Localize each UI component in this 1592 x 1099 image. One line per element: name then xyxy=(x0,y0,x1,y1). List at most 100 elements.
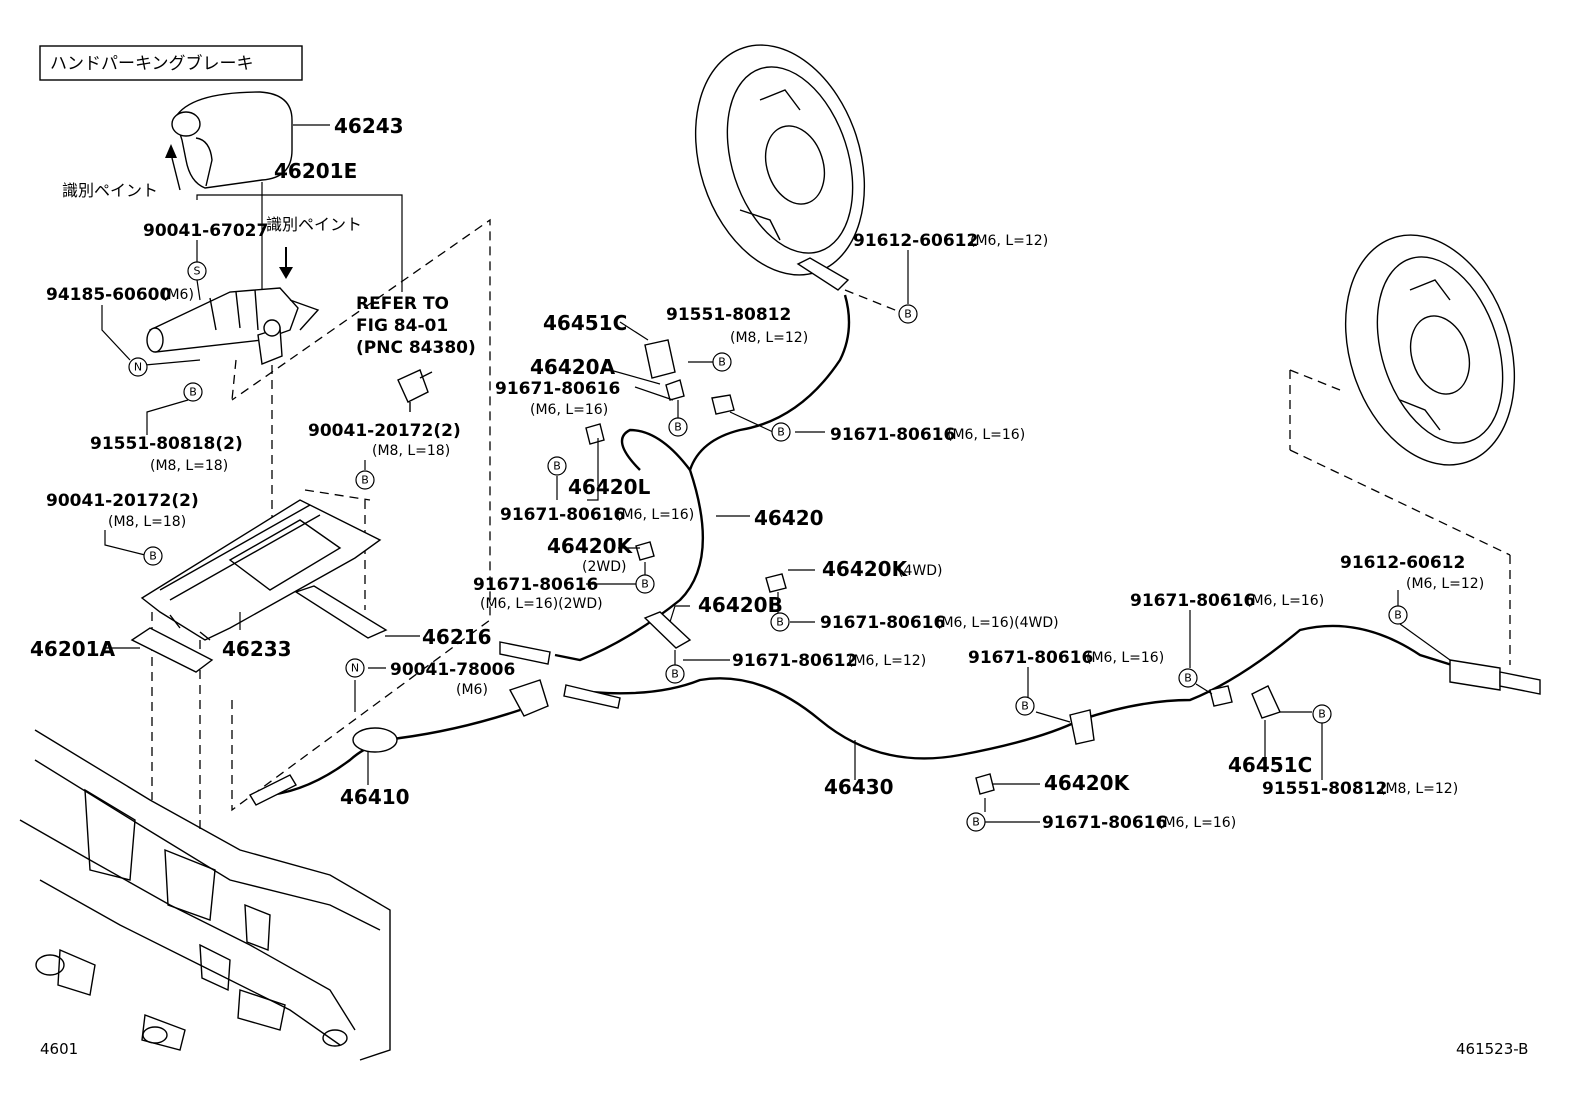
spec-m6-l16: (M6, L=16) xyxy=(1246,593,1324,609)
bolt-symbol: B xyxy=(771,422,791,442)
label-46201E: 46201E xyxy=(274,159,357,183)
spec-m6-l16-4wd: (M6, L=16)(4WD) xyxy=(936,615,1059,631)
refer-line-1: REFER TO xyxy=(356,294,449,314)
spec-m6-l16-2wd: (M6, L=16)(2WD) xyxy=(480,596,603,612)
bolt-symbol: B xyxy=(712,352,732,372)
label-91551-80812-right: 91551-80812 xyxy=(1262,779,1387,799)
lever-46201E xyxy=(146,247,320,365)
small-clips xyxy=(585,339,1281,795)
screw-symbol: S xyxy=(187,261,207,281)
bolt-symbol: B xyxy=(1388,605,1408,625)
svg-text:B: B xyxy=(1021,700,1029,713)
bolt-symbol: B xyxy=(898,304,918,324)
label-46420K-4wd: 46420K xyxy=(822,557,909,581)
label-91671-80616-f: 91671-80616 xyxy=(968,648,1093,668)
cable-46430 xyxy=(563,624,1541,760)
spec-m8-l18: (M8, L=18) xyxy=(150,458,228,474)
bolt-symbol: B xyxy=(1015,696,1035,716)
label-91671-80616-g: 91671-80616 xyxy=(1130,591,1255,611)
spec-m8-l18: (M8, L=18) xyxy=(372,443,450,459)
spec-m6: (M6) xyxy=(456,682,488,698)
label-91612-60612-top: 91612-60612 xyxy=(853,231,978,251)
svg-text:B: B xyxy=(189,386,197,399)
label-91671-80616-b: 91671-80616 xyxy=(830,425,955,445)
refer-line-2: FIG 84-01 xyxy=(356,316,448,336)
paint-note: 識別ペイント xyxy=(62,181,158,200)
label-46243: 46243 xyxy=(334,114,404,138)
bolt-symbol: B xyxy=(635,574,655,594)
spec-m6-l16: (M6, L=16) xyxy=(947,427,1025,443)
paint-note: 識別ペイント xyxy=(266,215,362,234)
bolt-symbol: B xyxy=(547,456,567,476)
svg-text:B: B xyxy=(1318,708,1326,721)
label-46420B: 46420B xyxy=(698,593,783,617)
label-46410: 46410 xyxy=(340,785,410,809)
bolt-symbol: B xyxy=(355,470,375,490)
label-90041-67027: 90041-67027 xyxy=(143,221,268,241)
cable-46410 xyxy=(249,679,549,806)
spec-m6: (M6) xyxy=(162,287,194,303)
svg-text:ハンドパーキングブレーキ: ハンドパーキングブレーキ xyxy=(50,53,254,74)
spec-m6-l12: (M6, L=12) xyxy=(1406,576,1484,592)
label-46430: 46430 xyxy=(824,775,894,799)
svg-text:B: B xyxy=(718,356,726,369)
label-46420A: 46420A xyxy=(530,355,616,379)
leader-lines xyxy=(101,124,1451,823)
label-91671-80616-e: 91671-80616 xyxy=(820,613,945,633)
label-91612-60612-right: 91612-60612 xyxy=(1340,553,1465,573)
bracket-46201A xyxy=(130,627,214,673)
label-90041-20172-left: 90041-20172(2) xyxy=(46,491,199,511)
svg-text:B: B xyxy=(671,668,679,681)
spec-m6-l12: (M6, L=12) xyxy=(848,653,926,669)
label-46451C-right: 46451C xyxy=(1228,753,1312,777)
figure-code: 4601 xyxy=(40,1040,78,1058)
switch-part xyxy=(397,369,433,412)
lever-bracket-46233 xyxy=(140,499,382,641)
label-46216: 46216 xyxy=(422,625,492,649)
svg-text:B: B xyxy=(972,816,980,829)
spec-m8-l12: (M8, L=12) xyxy=(1380,781,1458,797)
illustration-code: 461523-B xyxy=(1456,1040,1528,1058)
spec-4wd: (4WD) xyxy=(898,563,942,579)
label-46451C-top: 46451C xyxy=(543,311,627,335)
nut-symbol: N xyxy=(128,357,148,377)
spec-m8-l18: (M8, L=18) xyxy=(108,514,186,530)
spec-m8-l12: (M8, L=12) xyxy=(730,330,808,346)
bolt-symbol: B xyxy=(668,417,688,437)
floor-panel xyxy=(19,729,391,1061)
spec-2wd: (2WD) xyxy=(582,559,626,575)
nut-symbol: N xyxy=(345,658,365,678)
svg-text:B: B xyxy=(149,550,157,563)
bolt-symbol: B xyxy=(665,664,685,684)
label-46420K-lower: 46420K xyxy=(1044,771,1131,795)
bolt-symbol: B xyxy=(966,812,986,832)
svg-text:B: B xyxy=(776,616,784,629)
assembly-dashed-lines xyxy=(151,218,1511,830)
svg-text:N: N xyxy=(134,361,142,374)
spec-m6-l16: (M6, L=16) xyxy=(530,402,608,418)
svg-text:B: B xyxy=(904,308,912,321)
bolt-symbol: B xyxy=(183,382,203,402)
label-46420: 46420 xyxy=(754,506,824,530)
svg-text:S: S xyxy=(194,265,201,278)
spec-m6-l16: (M6, L=16) xyxy=(616,507,694,523)
svg-text:B: B xyxy=(777,426,785,439)
label-91671-80616-a: 91671-80616 xyxy=(495,379,620,399)
label-91551-80812-top: 91551-80812 xyxy=(666,305,791,325)
svg-text:N: N xyxy=(351,662,359,675)
bolt-symbol: B xyxy=(143,546,163,566)
label-91671-80616-c: 91671-80616 xyxy=(500,505,625,525)
svg-text:B: B xyxy=(1184,672,1192,685)
backing-plate-left xyxy=(694,44,866,276)
label-46201A: 46201A xyxy=(30,637,116,661)
svg-text:B: B xyxy=(674,421,682,434)
spec-m6-l12: (M6, L=12) xyxy=(970,233,1048,249)
label-90041-78006: 90041-78006 xyxy=(390,660,515,680)
refer-line-3: (PNC 84380) xyxy=(356,338,476,358)
label-46420L: 46420L xyxy=(568,475,651,499)
label-91551-80818: 91551-80818(2) xyxy=(90,434,243,454)
svg-text:B: B xyxy=(361,474,369,487)
part-labels: 識別ペイント 識別ペイント 46243 46201E 90041-67027 9… xyxy=(30,114,1528,1058)
